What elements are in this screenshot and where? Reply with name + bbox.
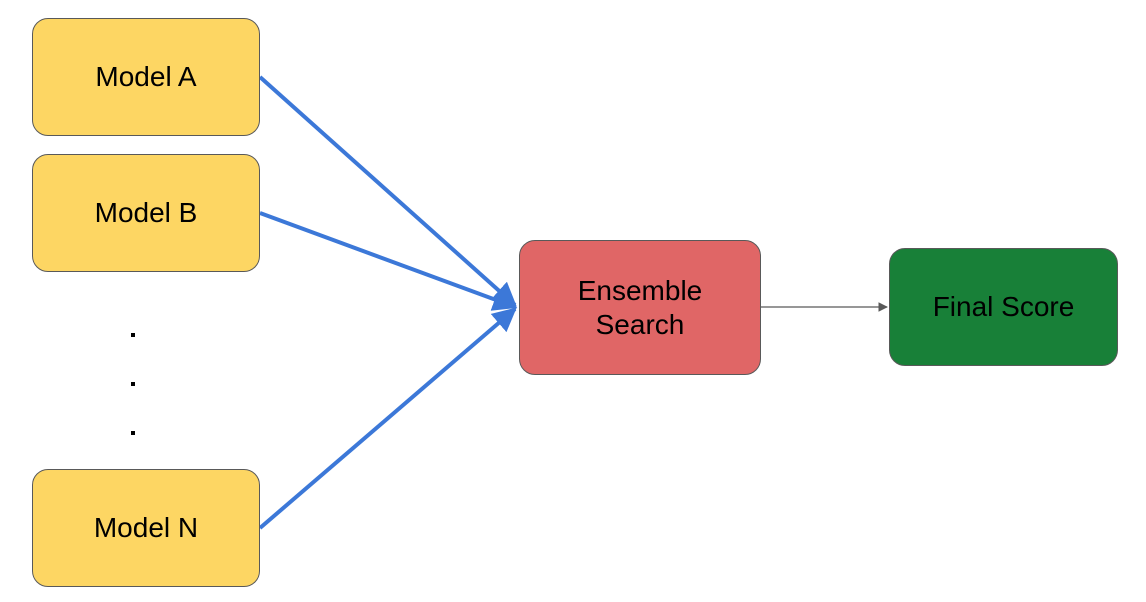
model-a-label: Model A	[95, 61, 197, 92]
ensemble-search-box: Ensemble Search	[519, 240, 761, 375]
model-b-label: Model B	[94, 197, 198, 228]
ellipsis-dot	[131, 431, 135, 435]
ensemble-search-label: Ensemble Search	[577, 274, 703, 340]
edge-model-n-to-ensemble	[258, 307, 517, 530]
ellipsis-dot	[131, 382, 135, 386]
edge-model-b-to-ensemble	[259, 211, 518, 311]
final-score-label: Final Score	[932, 291, 1075, 322]
model-b-box: Model B	[32, 154, 260, 272]
model-a-box: Model A	[32, 18, 260, 136]
model-n-box: Model N	[32, 469, 260, 587]
model-n-label: Model N	[93, 512, 199, 543]
edge-model-a-to-ensemble	[258, 75, 517, 307]
final-score-box: Final Score	[889, 248, 1118, 366]
ellipsis-dot	[131, 333, 135, 337]
